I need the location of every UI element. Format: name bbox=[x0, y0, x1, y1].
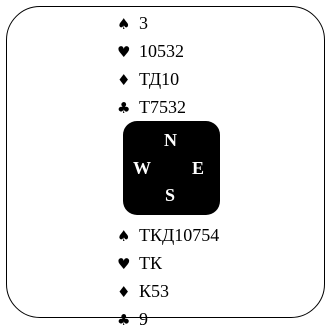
north-clubs-row: ♣ Т7532 bbox=[117, 93, 186, 121]
diamond-icon: ♦ bbox=[117, 283, 131, 301]
north-clubs-cards: Т7532 bbox=[139, 97, 186, 117]
south-clubs-row: ♣9 bbox=[117, 305, 219, 333]
spade-icon: ♠ bbox=[117, 15, 131, 33]
north-hearts-row: ♥ 10532 bbox=[117, 37, 186, 65]
south-hearts-row: ♥ ТК bbox=[117, 249, 219, 277]
north-hearts-cards: 10532 bbox=[139, 41, 184, 61]
north-hand: ♠3 ♥10532 ♦ТД10 ♣Т7532 bbox=[117, 9, 186, 121]
club-icon: ♣ bbox=[117, 99, 131, 117]
south-diamonds-cards: К53 bbox=[139, 281, 170, 301]
north-spades-row: ♠3 bbox=[117, 9, 186, 37]
south-hearts-cards: ТК bbox=[139, 253, 163, 273]
north-spades-cards: 3 bbox=[139, 13, 148, 33]
compass-west-label: W bbox=[133, 158, 151, 178]
diamond-icon: ♦ bbox=[117, 71, 131, 89]
heart-icon: ♥ bbox=[117, 255, 131, 273]
south-spades-row: ♠ ТКД10754 bbox=[117, 221, 219, 249]
south-spades-cards: ТКД10754 bbox=[139, 225, 220, 245]
club-icon: ♣ bbox=[117, 311, 131, 329]
spade-icon: ♠ bbox=[117, 227, 131, 245]
compass-north-label: N bbox=[164, 130, 177, 150]
compass-south-label: S bbox=[165, 185, 176, 205]
compass-east-label: E bbox=[192, 158, 205, 178]
south-hand: ♠ТКД10754 ♥ТК ♦К53 ♣9 bbox=[117, 221, 219, 333]
heart-icon: ♥ bbox=[117, 43, 131, 61]
south-clubs-cards: 9 bbox=[139, 309, 148, 329]
north-diamonds-row: ♦ ТД10 bbox=[117, 65, 186, 93]
compass-box: N W E S bbox=[123, 121, 220, 215]
north-diamonds-cards: ТД10 bbox=[139, 69, 180, 89]
south-diamonds-row: ♦ К53 bbox=[117, 277, 219, 305]
